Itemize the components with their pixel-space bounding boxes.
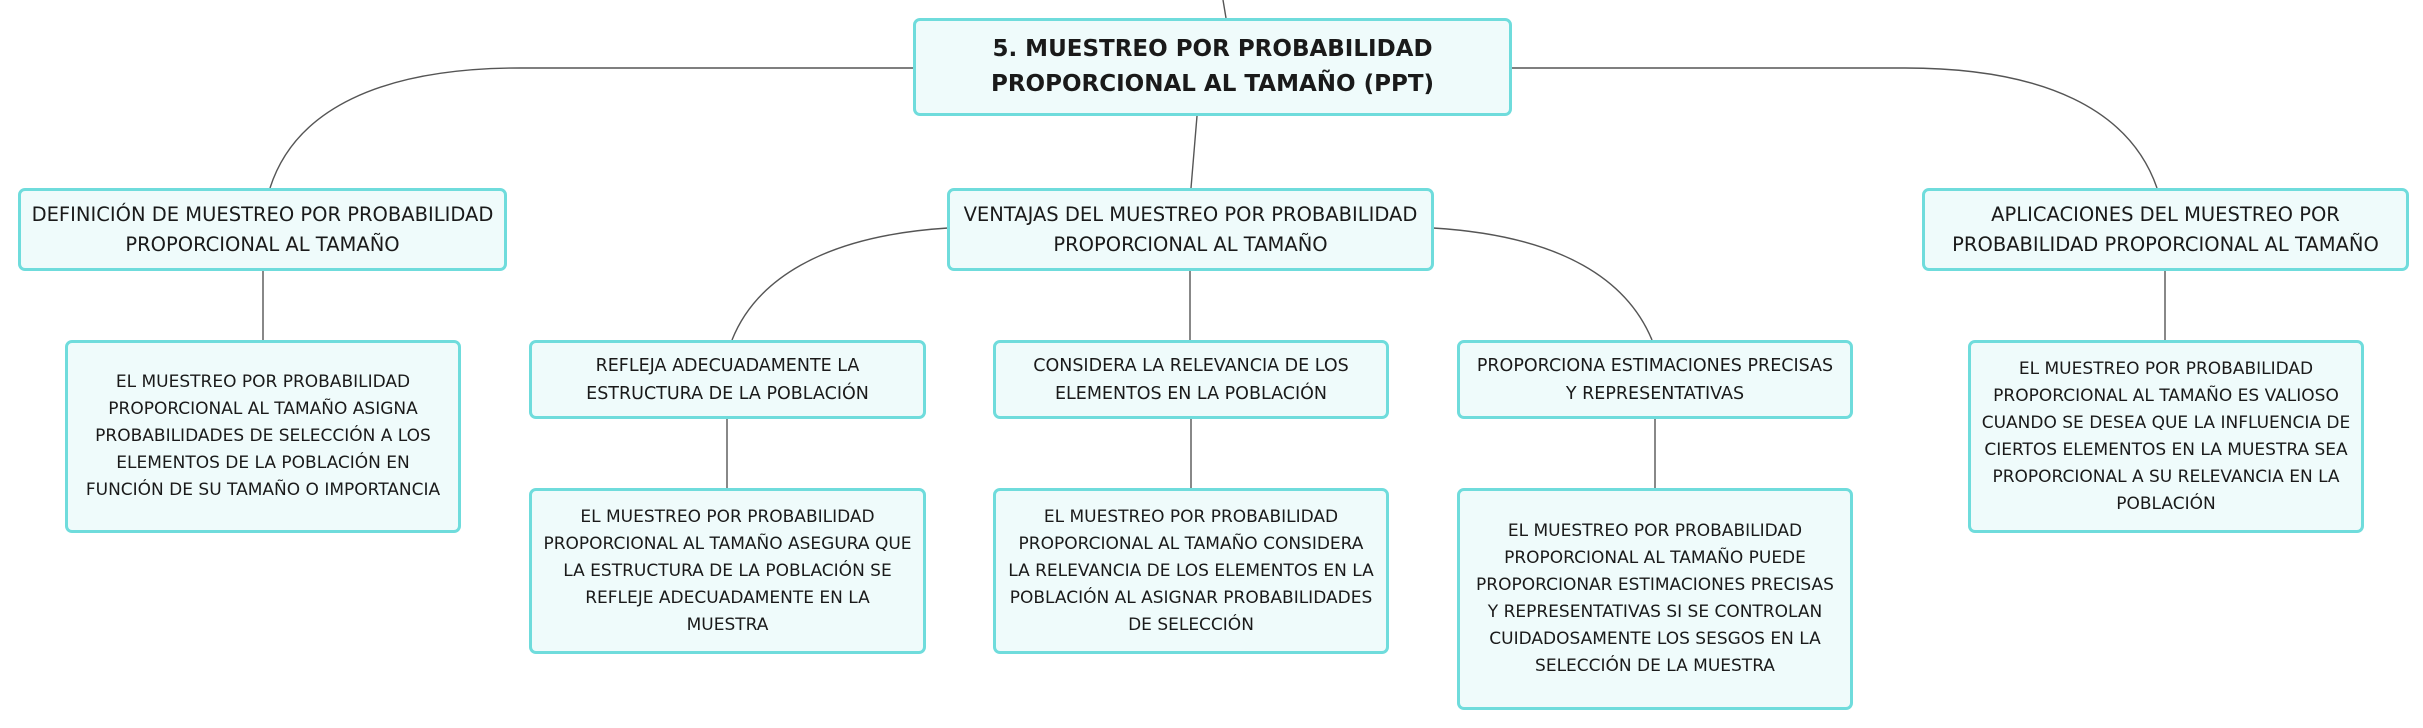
topic-ventajas[interactable]: VENTAJAS DEL MUESTREO POR PROBABILIDAD P… [947, 188, 1434, 271]
detail-aplicaciones-text: EL MUESTREO POR PROBABILIDAD PROPORCIONA… [1981, 358, 2351, 514]
subtopic-estimaciones-precisas[interactable]: PROPORCIONA ESTIMACIONES PRECISAS Y REPR… [1457, 340, 1853, 419]
detail-definicion-text: EL MUESTREO POR PROBABILIDAD PROPORCIONA… [85, 372, 441, 500]
root-topic-label: 5. MUESTREO POR PROBABILIDAD PROPORCIONA… [990, 36, 1435, 97]
subtopic-estimaciones-precisas-label: PROPORCIONA ESTIMACIONES PRECISAS Y REPR… [1476, 355, 1834, 404]
root-topic[interactable]: 5. MUESTREO POR PROBABILIDAD PROPORCIONA… [913, 18, 1512, 116]
subtopic-refleja-estructura[interactable]: REFLEJA ADECUADAMENTE LA ESTRUCTURA DE L… [529, 340, 926, 419]
detail-refleja-estructura[interactable]: EL MUESTREO POR PROBABILIDAD PROPORCIONA… [529, 488, 926, 654]
connector-root-to-ventajas [1190, 115, 1198, 189]
connector-root-to-definicion [269, 67, 913, 189]
connector-ventajas-to-child1 [731, 227, 949, 341]
detail-definicion[interactable]: EL MUESTREO POR PROBABILIDAD PROPORCIONA… [65, 340, 461, 533]
detail-aplicaciones[interactable]: EL MUESTREO POR PROBABILIDAD PROPORCIONA… [1968, 340, 2364, 533]
subtopic-considera-relevancia-label: CONSIDERA LA RELEVANCIA DE LOS ELEMENTOS… [1033, 355, 1349, 404]
detail-estimaciones-precisas[interactable]: EL MUESTREO POR PROBABILIDAD PROPORCIONA… [1457, 488, 1853, 710]
topic-definicion[interactable]: DEFINICIÓN DE MUESTREO POR PROBABILIDAD … [18, 188, 507, 271]
connector-root-to-aplicaciones [1512, 67, 2158, 189]
detail-considera-relevancia[interactable]: EL MUESTREO POR PROBABILIDAD PROPORCIONA… [993, 488, 1389, 654]
connector-ventajas-to-child3 [1432, 227, 1653, 341]
subtopic-refleja-estructura-label: REFLEJA ADECUADAMENTE LA ESTRUCTURA DE L… [586, 355, 869, 404]
detail-estimaciones-precisas-text: EL MUESTREO POR PROBABILIDAD PROPORCIONA… [1476, 521, 1834, 676]
topic-definicion-label: DEFINICIÓN DE MUESTREO POR PROBABILIDAD … [31, 202, 494, 256]
connector-parent-to-root [1222, 0, 1227, 19]
topic-aplicaciones[interactable]: APLICACIONES DEL MUESTREO POR PROBABILID… [1922, 188, 2409, 271]
subtopic-considera-relevancia[interactable]: CONSIDERA LA RELEVANCIA DE LOS ELEMENTOS… [993, 340, 1389, 419]
detail-considera-relevancia-text: EL MUESTREO POR PROBABILIDAD PROPORCIONA… [1008, 506, 1374, 635]
topic-aplicaciones-label: APLICACIONES DEL MUESTREO POR PROBABILID… [1952, 202, 2379, 256]
topic-ventajas-label: VENTAJAS DEL MUESTREO POR PROBABILIDAD P… [963, 202, 1418, 256]
detail-refleja-estructura-text: EL MUESTREO POR PROBABILIDAD PROPORCIONA… [543, 506, 912, 635]
